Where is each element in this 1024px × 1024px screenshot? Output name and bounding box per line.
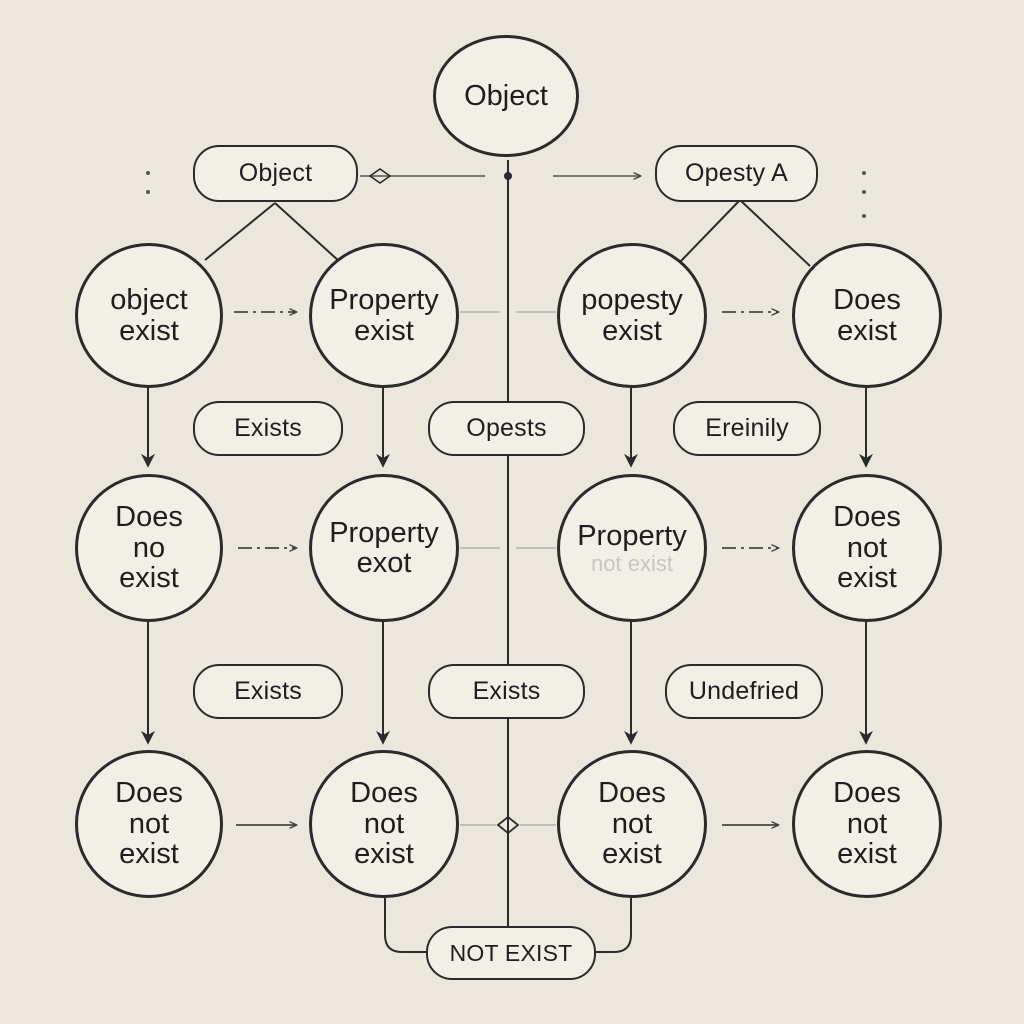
decor-dot [862, 190, 866, 194]
top-object-node: Object [433, 35, 579, 157]
branch-right-2 [739, 199, 811, 267]
does-not-exist-node-c3: Does not exist [557, 750, 707, 898]
node-line: exist [119, 562, 179, 595]
node-label: Object [464, 79, 548, 112]
pill-label: Ereinily [705, 414, 789, 443]
pill-label: Opesty A [684, 159, 789, 188]
property-not-exist-node: Property not exist [557, 474, 707, 622]
decor-dot [862, 171, 866, 175]
node-line: not exist [591, 550, 673, 576]
node-line: not [363, 807, 405, 840]
branch-right-1 [679, 199, 741, 263]
node-line: exist [837, 314, 897, 347]
pill-label: Exists [234, 677, 302, 706]
pill-label: NOT EXIST [449, 939, 573, 966]
bottom-bracket-right [596, 898, 632, 953]
exists-label-pill-2: Exists [193, 664, 343, 719]
node-line: exist [354, 838, 414, 871]
decor-dot [862, 214, 866, 218]
does-exist-node: Does exist [792, 243, 942, 388]
does-not-exist-node-c4: Does not exist [792, 750, 942, 898]
node-line: exot [356, 547, 412, 579]
node-line: exist [837, 562, 897, 595]
branch-left-2 [274, 202, 341, 263]
node-line: Does [598, 777, 666, 810]
node-line: not [846, 531, 888, 564]
decor-dot [146, 171, 150, 175]
exists-label-pill: Exists [193, 401, 343, 456]
ereinily-label-pill: Ereinily [673, 401, 821, 456]
pill-label: Undefried [688, 677, 800, 706]
property-exot-node: Property exot [309, 474, 459, 622]
header-object-pill: Object [193, 145, 358, 202]
node-line: Property [577, 520, 687, 553]
branch-left-1 [204, 202, 276, 261]
node-line: Property [329, 516, 439, 549]
node-line: object [110, 284, 188, 317]
node-line: Does [350, 777, 418, 810]
header-property-pill: Opesty A [655, 145, 818, 202]
does-no-exist-node: Does no exist [75, 474, 223, 622]
node-line: Does [833, 777, 901, 810]
node-line: not [846, 807, 888, 840]
decor-dot [146, 190, 150, 194]
undefried-label-pill: Undefried [665, 664, 823, 719]
property-exist-node: Property exist [309, 243, 459, 388]
pill-label: Opests [466, 414, 547, 443]
node-line: exist [119, 838, 179, 871]
node-line: Does [115, 777, 183, 810]
does-not-exist-node-r2: Does not exist [792, 474, 942, 622]
node-line: Does [833, 501, 901, 534]
node-line: Does [115, 501, 183, 534]
node-line: exist [602, 314, 662, 347]
node-line: Property [329, 284, 439, 317]
node-line: exist [837, 838, 897, 871]
node-line: not [611, 807, 653, 840]
not-exist-pill: NOT EXIST [426, 926, 596, 980]
node-line: Does [833, 284, 901, 317]
pill-label: Exists [472, 677, 541, 706]
exists-label-pill-3: Exists [428, 664, 585, 719]
node-line: no [132, 531, 166, 564]
pill-label: Exists [234, 414, 302, 443]
node-line: exist [119, 314, 179, 347]
diamond-connector-top [368, 168, 392, 184]
node-line: popesty [581, 284, 683, 317]
popesty-exist-node: popesty exist [557, 243, 707, 388]
object-exist-node: object exist [75, 243, 223, 388]
spine-top-dot [504, 172, 512, 180]
bottom-bracket [384, 898, 427, 953]
opests-label-pill: Opests [428, 401, 585, 456]
does-not-exist-node-c1: Does not exist [75, 750, 223, 898]
pill-label: Object [238, 159, 313, 188]
node-line: not [128, 807, 170, 840]
node-line: exist [354, 314, 414, 347]
does-not-exist-node-c2: Does not exist [309, 750, 459, 898]
diamond-connector-bottom [496, 815, 520, 835]
node-line: exist [602, 838, 662, 871]
